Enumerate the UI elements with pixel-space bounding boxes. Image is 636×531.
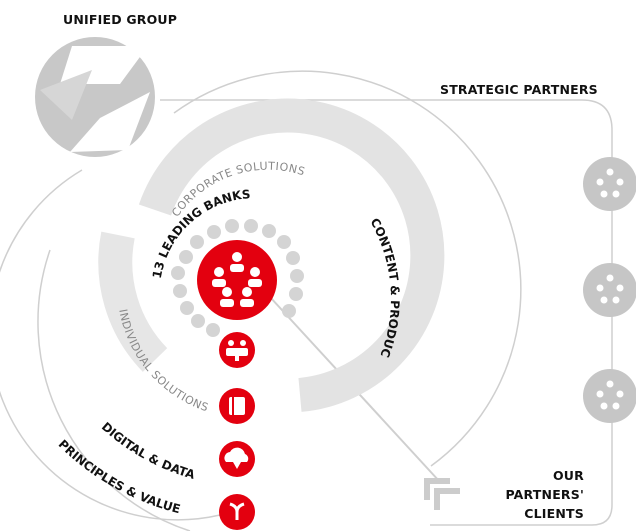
bank-dot bbox=[282, 304, 296, 318]
strategic-partners-label: STRATEGIC PARTNERS bbox=[440, 82, 598, 97]
cloud-download-icon bbox=[219, 441, 255, 477]
bank-dot bbox=[244, 219, 258, 233]
bank-dot bbox=[179, 250, 193, 264]
bank-dot bbox=[206, 323, 220, 337]
bank-dot bbox=[290, 269, 304, 283]
our-partners-clients-label: OUR PARTNERS' CLIENTS bbox=[494, 466, 584, 523]
partner-node-2 bbox=[583, 263, 636, 317]
outer-ring bbox=[37, 249, 191, 531]
bank-dot bbox=[289, 287, 303, 301]
bank-dot bbox=[262, 224, 276, 238]
bank-dot bbox=[191, 314, 205, 328]
bank-dot bbox=[180, 301, 194, 315]
clients-label-line: CLIENTS bbox=[524, 506, 584, 521]
solutions-band bbox=[138, 98, 445, 412]
digital-data-label: DIGITAL & DATA bbox=[99, 419, 197, 482]
our-label-line: OUR bbox=[552, 468, 584, 483]
bank-dot bbox=[286, 251, 300, 265]
clients-arrow-icon bbox=[424, 478, 460, 510]
partners-label-line: PARTNERS' bbox=[505, 487, 584, 502]
bank-dots bbox=[171, 219, 304, 337]
handshake-icon bbox=[219, 332, 255, 368]
individual-band bbox=[98, 231, 168, 372]
strategic-partners-line bbox=[160, 99, 613, 526]
bank-dot bbox=[173, 284, 187, 298]
partner-node-3 bbox=[583, 369, 636, 423]
book-icon bbox=[219, 388, 255, 424]
sprout-icon bbox=[219, 494, 255, 530]
people-group-icon bbox=[197, 240, 277, 320]
bank-dot bbox=[277, 235, 291, 249]
bank-dot bbox=[171, 266, 185, 280]
bank-dot bbox=[225, 219, 239, 233]
unified-group-logo bbox=[35, 37, 155, 157]
unified-group-label: UNIFIED GROUP bbox=[63, 12, 178, 27]
middle-ring bbox=[0, 169, 221, 521]
partners-ring bbox=[173, 70, 522, 467]
bank-dot bbox=[190, 235, 204, 249]
bank-dot bbox=[207, 225, 221, 239]
partner-node-1 bbox=[583, 157, 636, 211]
